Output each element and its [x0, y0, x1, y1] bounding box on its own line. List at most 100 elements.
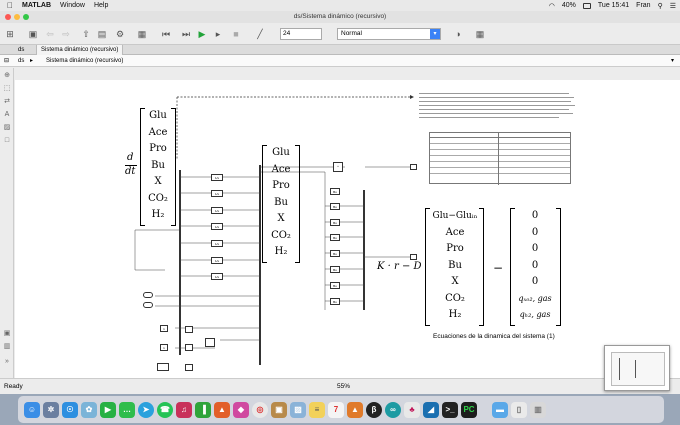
clock-block[interactable] [157, 363, 169, 371]
sum-block[interactable]: + [333, 162, 343, 172]
stop-icon[interactable]: ■ [233, 29, 239, 39]
inport-block[interactable] [143, 302, 153, 308]
preview-icon[interactable]: ▨ [290, 401, 306, 418]
variable-table-annotation[interactable] [429, 132, 571, 185]
mux-block[interactable] [205, 338, 215, 347]
gain-block[interactable]: Bu [330, 250, 340, 257]
area-icon[interactable]: □ [4, 137, 10, 144]
battery-percent[interactable]: 40% [561, 2, 576, 9]
chevron-down-icon[interactable]: ▾ [670, 58, 674, 64]
model-advisor-icon[interactable]: ◑ [455, 29, 461, 39]
clock[interactable]: Tue 15:41 [597, 2, 630, 9]
finder-icon[interactable]: ☺ [24, 401, 40, 418]
chevron-down-icon[interactable]: ▾ [430, 29, 440, 39]
keynote-icon[interactable]: ▲ [214, 401, 230, 418]
gain-block[interactable]: Bu [330, 266, 340, 273]
facetime-icon[interactable]: ▶ [100, 401, 116, 418]
numbers-icon[interactable]: ▐ [195, 401, 211, 418]
app-menu[interactable]: MATLAB [16, 2, 51, 9]
gain-block[interactable]: Bu [330, 282, 340, 289]
wifi-icon[interactable]: ◠ [548, 2, 555, 10]
model-browser-toggle-icon[interactable]: ⊟ [4, 58, 10, 64]
expand-icon[interactable]: » [5, 358, 9, 365]
whatsapp-icon[interactable]: ☎ [157, 401, 173, 418]
fit-view-icon[interactable]: ⬚ [3, 85, 11, 92]
gain-block[interactable]: Bu [330, 298, 340, 305]
step-back-icon[interactable]: ⏮ [161, 29, 171, 39]
notes-icon[interactable]: ≡ [309, 401, 325, 418]
model-explorer-icon[interactable]: ▦ [137, 29, 147, 39]
user-name[interactable]: Fran [636, 2, 651, 9]
tab-sistema-dinamico[interactable]: Sistema dinámico (recursivo) [36, 45, 124, 55]
chrome-icon[interactable]: ◎ [252, 401, 268, 418]
model-data-icon[interactable]: ▣ [3, 330, 11, 337]
gain-block[interactable]: Bu [330, 234, 340, 241]
menu-window[interactable]: Window [54, 2, 85, 9]
arrow-icon[interactable]: ⇄ [4, 98, 10, 105]
music-icon[interactable]: ♫ [176, 401, 192, 418]
zoom-window-button[interactable] [23, 14, 29, 20]
annotation-icon[interactable]: A [4, 111, 10, 118]
forward-icon[interactable]: ⇨ [62, 29, 70, 39]
gain-block[interactable]: Bu [330, 188, 340, 195]
subsystem-caption[interactable]: Ecuaciones de la dinamica del sistema (1… [433, 333, 555, 340]
breadcrumb-subsystem[interactable]: Sistema dinámico (recursivo) [46, 58, 124, 64]
grid-tools-icon[interactable]: ▦ [475, 29, 485, 39]
packages-icon[interactable]: ▣ [271, 401, 287, 418]
constant-block[interactable]: 1 [160, 344, 168, 351]
goto-block[interactable] [185, 344, 193, 351]
model-canvas[interactable]: 1/s 1/s 1/s 1/s 1/s 1/s 1/s Bu Bu Bu Bu … [15, 80, 680, 378]
step-forward-icon[interactable]: ⏭ [181, 29, 191, 39]
document-icon[interactable]: ▯ [511, 401, 527, 418]
goto-block[interactable] [185, 364, 193, 371]
notification-center-icon[interactable]: ☰ [669, 2, 676, 10]
safari-icon[interactable]: ☉ [62, 401, 78, 418]
window-preview-thumbnail[interactable] [604, 345, 670, 391]
image-icon[interactable]: ▨ [3, 124, 11, 131]
close-window-button[interactable] [5, 14, 11, 20]
folder-icon[interactable]: ▬ [492, 401, 508, 418]
apple-menu-icon[interactable]:  [7, 0, 13, 11]
constant-block[interactable]: 1 [160, 325, 168, 332]
minimize-window-button[interactable] [14, 14, 20, 20]
menu-help[interactable]: Help [87, 2, 108, 9]
arduino-icon[interactable]: ∞ [385, 401, 401, 418]
outport-block[interactable] [410, 164, 417, 170]
gain-block[interactable]: Bu [330, 219, 340, 226]
grapher-icon[interactable]: ◆ [233, 401, 249, 418]
inport-block[interactable] [143, 292, 153, 298]
zoom-in-icon[interactable]: ⊕ [4, 72, 10, 79]
messages-icon[interactable]: … [119, 401, 135, 418]
trash-icon[interactable]: ▥ [530, 401, 546, 418]
simulation-mode-select[interactable]: Normal ▾ [337, 28, 441, 40]
up-icon[interactable]: ⇧ [82, 29, 90, 39]
back-icon[interactable]: ⇦ [46, 29, 54, 39]
step-icon[interactable]: ▸ [215, 29, 221, 39]
stop-time-input[interactable]: 24 [280, 28, 322, 40]
launchpad-icon[interactable]: ✲ [43, 401, 59, 418]
battery-icon[interactable] [582, 2, 591, 9]
goto-block[interactable] [185, 326, 193, 333]
model-description-annotation[interactable] [419, 90, 579, 118]
property-inspector-icon[interactable]: ▥ [3, 343, 11, 350]
outport-block[interactable] [410, 254, 417, 260]
breadcrumb-ds[interactable]: ds [18, 58, 25, 64]
pycharm-icon[interactable]: PC [461, 401, 477, 418]
telegram-icon[interactable]: ➤ [138, 401, 154, 418]
integrator-block[interactable]: 1/s [211, 190, 223, 197]
terminal-icon[interactable]: >_ [442, 401, 458, 418]
tab-ds[interactable]: ds [18, 47, 25, 53]
calendar-icon[interactable]: 7 [328, 401, 344, 418]
integrator-block[interactable]: 1/s [211, 257, 223, 264]
library-browser-icon[interactable]: ⊞ [6, 29, 14, 39]
scope-icon[interactable]: ╱ [257, 29, 263, 39]
settings-gear-icon[interactable]: ⚙ [115, 29, 125, 39]
integrator-block[interactable]: 1/s [211, 174, 223, 181]
integrator-block[interactable]: 1/s [211, 207, 223, 214]
save-icon[interactable]: ▣ [28, 29, 38, 39]
photos-icon[interactable]: ✿ [81, 401, 97, 418]
raspberry-icon[interactable]: ♣ [404, 401, 420, 418]
gain-block[interactable]: Bu [330, 203, 340, 210]
bittorrent-icon[interactable]: β [366, 401, 382, 418]
integrator-block[interactable]: 1/s [211, 240, 223, 247]
